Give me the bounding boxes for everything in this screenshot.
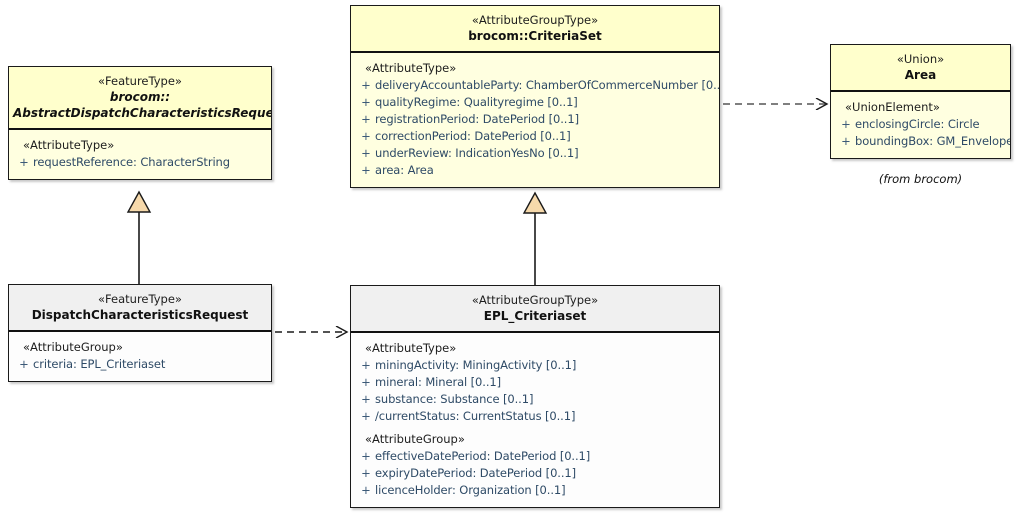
visibility-marker: +: [361, 163, 371, 177]
attribute-group-label: «UnionElement»: [845, 100, 940, 114]
class-body: «AttributeType» + deliveryAccountablePar…: [351, 53, 719, 187]
attribute-label: registrationPeriod: DatePeriod [0..1]: [375, 112, 579, 126]
attribute-label: licenceHolder: Organization [0..1]: [375, 483, 566, 497]
visibility-marker: +: [361, 358, 371, 372]
class-stereotype: «Union»: [896, 52, 945, 66]
attribute-group-label: «AttributeType»: [365, 61, 457, 75]
attribute-row[interactable]: + area: Area: [357, 162, 713, 179]
attribute-row[interactable]: + qualityRegime: Qualityregime [0..1]: [357, 94, 713, 111]
attribute-label: boundingBox: GM_Envelope: [855, 134, 1011, 148]
class-abstract-dispatch-characteristics-request[interactable]: «FeatureType» brocom:: AbstractDispatchC…: [8, 66, 272, 180]
class-stereotype: «FeatureType»: [98, 292, 182, 306]
package-origin-note: (from brocom): [878, 172, 963, 186]
attribute-row[interactable]: + underReview: IndicationYesNo [0..1]: [357, 145, 713, 162]
attribute-label: miningActivity: MiningActivity [0..1]: [375, 358, 577, 372]
attribute-row[interactable]: + correctionPeriod: DatePeriod [0..1]: [357, 128, 713, 145]
visibility-marker: +: [361, 483, 371, 497]
class-name-namespace: brocom::: [109, 90, 171, 104]
attribute-label: mineral: Mineral [0..1]: [375, 375, 501, 389]
attribute-label: criteria: EPL_Criteriaset: [33, 357, 166, 371]
attribute-row[interactable]: + boundingBox: GM_Envelope: [837, 133, 1010, 150]
class-epl-criteriaset[interactable]: «AttributeGroupType» EPL_Criteriaset «At…: [350, 285, 720, 508]
attribute-label: correctionPeriod: DatePeriod [0..1]: [375, 129, 571, 143]
visibility-marker: +: [841, 134, 851, 148]
attribute-label: /currentStatus: CurrentStatus [0..1]: [375, 409, 576, 423]
attribute-label: expiryDatePeriod: DatePeriod [0..1]: [375, 466, 577, 480]
visibility-marker: +: [361, 449, 371, 463]
visibility-marker: +: [361, 78, 371, 92]
attribute-row[interactable]: + registrationPeriod: DatePeriod [0..1]: [357, 111, 713, 128]
class-stereotype: «AttributeGroupType»: [471, 13, 599, 27]
generalization-eplcriteriaset-to-criteriaset[interactable]: [522, 191, 548, 285]
visibility-marker: +: [841, 117, 851, 131]
attribute-label: enclosingCircle: Circle: [855, 117, 980, 131]
generalization-dispatch-to-abstract[interactable]: [126, 190, 152, 284]
attribute-group-label: «AttributeGroup»: [23, 340, 123, 354]
class-body: «AttributeType» + miningActivity: Mining…: [351, 333, 719, 507]
attribute-row[interactable]: + effectiveDatePeriod: DatePeriod [0..1]: [357, 448, 713, 465]
visibility-marker: +: [361, 129, 371, 143]
class-stereotype: «AttributeGroupType»: [471, 293, 599, 307]
visibility-marker: +: [361, 392, 371, 406]
class-name: brocom::CriteriaSet: [468, 29, 602, 43]
attribute-row[interactable]: + requestReference: CharacterString: [15, 154, 265, 171]
class-criteria-set[interactable]: «AttributeGroupType» brocom::CriteriaSet…: [350, 5, 720, 188]
attribute-label: effectiveDatePeriod: DatePeriod [0..1]: [375, 449, 591, 463]
class-name: EPL_Criteriaset: [483, 309, 587, 323]
attribute-group-label: «AttributeType»: [23, 138, 115, 152]
attribute-row[interactable]: + deliveryAccountableParty: ChamberOfCom…: [357, 77, 719, 94]
class-name: DispatchCharacteristicsRequest: [31, 308, 249, 322]
visibility-marker: +: [361, 112, 371, 126]
attribute-row[interactable]: + mineral: Mineral [0..1]: [357, 374, 713, 391]
visibility-marker: +: [361, 146, 371, 160]
class-header: «AttributeGroupType» EPL_Criteriaset: [351, 286, 719, 333]
class-header: «FeatureType» brocom:: AbstractDispatchC…: [9, 67, 271, 130]
attribute-row[interactable]: + criteria: EPL_Criteriaset: [15, 356, 265, 373]
visibility-marker: +: [361, 409, 371, 423]
class-body: «AttributeGroup» + criteria: EPL_Criteri…: [9, 332, 271, 381]
attribute-row[interactable]: + miningActivity: MiningActivity [0..1]: [357, 357, 713, 374]
visibility-marker: +: [361, 375, 371, 389]
class-name: Area: [904, 68, 937, 82]
attribute-label: requestReference: CharacterString: [33, 155, 230, 169]
attribute-label: area: Area: [375, 163, 434, 177]
class-area[interactable]: «Union» Area «UnionElement» + enclosingC…: [830, 44, 1011, 159]
class-header: «AttributeGroupType» brocom::CriteriaSet: [351, 6, 719, 53]
class-header: «Union» Area: [831, 45, 1010, 92]
class-body: «AttributeType» + requestReference: Char…: [9, 130, 271, 179]
visibility-marker: +: [19, 155, 29, 169]
attribute-row[interactable]: + substance: Substance [0..1]: [357, 391, 713, 408]
class-body: «UnionElement» + enclosingCircle: Circle…: [831, 92, 1010, 158]
visibility-marker: +: [361, 466, 371, 480]
attribute-label: substance: Substance [0..1]: [375, 392, 534, 406]
attribute-row[interactable]: + licenceHolder: Organization [0..1]: [357, 482, 713, 499]
visibility-marker: +: [19, 357, 29, 371]
attribute-label: qualityRegime: Qualityregime [0..1]: [375, 95, 578, 109]
class-dispatch-characteristics-request[interactable]: «FeatureType» DispatchCharacteristicsReq…: [8, 284, 272, 382]
attribute-group-label: «AttributeType»: [365, 341, 457, 355]
attribute-group-label: «AttributeGroup»: [365, 432, 465, 446]
attribute-row[interactable]: + enclosingCircle: Circle: [837, 116, 1004, 133]
attribute-label: deliveryAccountableParty: ChamberOfComme…: [375, 78, 720, 92]
attribute-label: underReview: IndicationYesNo [0..1]: [375, 146, 579, 160]
class-stereotype: «FeatureType»: [98, 74, 182, 88]
class-header: «FeatureType» DispatchCharacteristicsReq…: [9, 285, 271, 332]
visibility-marker: +: [361, 95, 371, 109]
class-name: AbstractDispatchCharacteristicsRequest: [13, 106, 272, 120]
attribute-row[interactable]: + /currentStatus: CurrentStatus [0..1]: [357, 408, 713, 425]
attribute-row[interactable]: + expiryDatePeriod: DatePeriod [0..1]: [357, 465, 713, 482]
